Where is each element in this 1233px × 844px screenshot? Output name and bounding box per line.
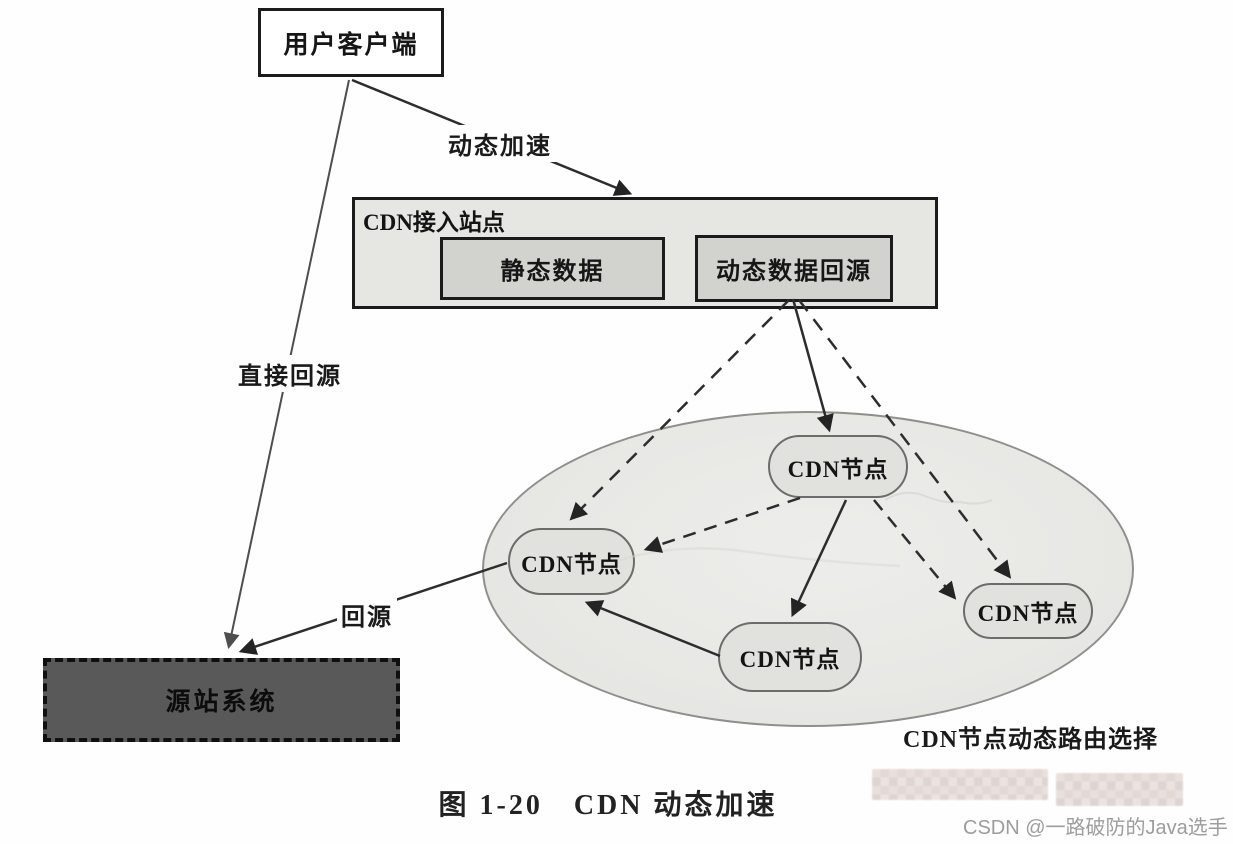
cdn-node-label: CDN节点 — [977, 601, 1079, 626]
cdn-node-left: CDN节点 — [508, 528, 635, 595]
origin-system-label: 源站系统 — [165, 689, 278, 716]
figure-caption: 图 1-20 CDN 动态加速 — [438, 790, 778, 821]
edge-label-direct-back-to-origin: 直接回源 — [234, 355, 346, 392]
cdn-access-site-box: CDN接入站点 静态数据 动态数据回源 — [352, 197, 938, 309]
cdn-node-label: CDN节点 — [787, 456, 889, 482]
cdn-access-site-title: CDN接入站点 — [363, 210, 505, 235]
cluster-label: CDN节点动态路由选择 — [903, 727, 1158, 753]
csdn-watermark: CSDN @一路破防的Java选手 — [963, 817, 1228, 839]
pixelated-watermark-patch — [1056, 773, 1183, 806]
edge-dynamicbox-to-node-top — [791, 298, 834, 433]
static-data-label: 静态数据 — [500, 259, 605, 285]
cdn-node-label: CDN节点 — [521, 551, 622, 577]
edge-label-back-to-origin: 回源 — [337, 596, 397, 633]
cdn-node-right: CDN节点 — [963, 583, 1093, 639]
edge-label-dynamic-acceleration: 动态加速 — [444, 125, 556, 162]
static-data-box: 静态数据 — [440, 237, 665, 300]
origin-system-box: 源站系统 — [43, 658, 400, 742]
user-client-box: 用户客户端 — [258, 8, 444, 77]
dynamic-data-return-box: 动态数据回源 — [695, 235, 893, 302]
cdn-node-label: CDN节点 — [739, 647, 841, 672]
cdn-node-top: CDN节点 — [768, 435, 908, 498]
dynamic-data-return-label: 动态数据回源 — [716, 259, 872, 285]
pixelated-watermark-patch — [872, 769, 1048, 800]
user-client-label: 用户客户端 — [283, 31, 419, 59]
cdn-node-bottom: CDN节点 — [718, 622, 862, 692]
